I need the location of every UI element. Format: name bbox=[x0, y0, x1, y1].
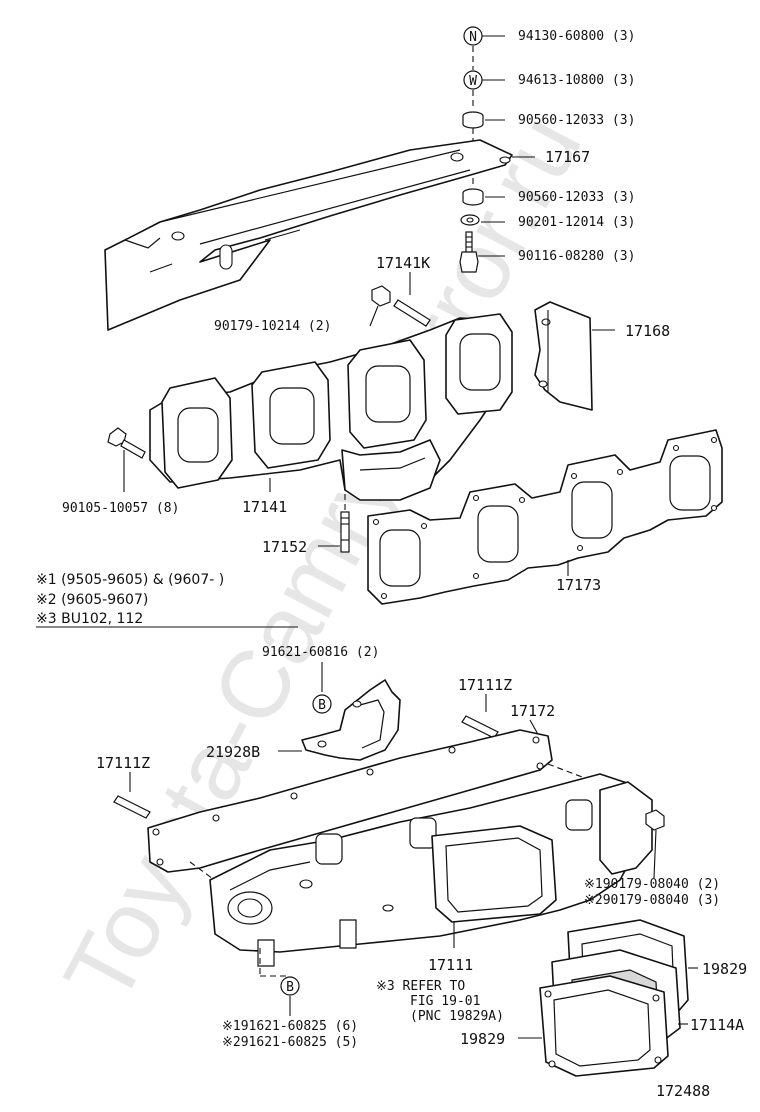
bolt-symbol-b-letter: B bbox=[318, 698, 326, 713]
note-line-2: ※2 (9605-9607) bbox=[36, 592, 148, 608]
label-nut-94130: 94130-60800 (3) bbox=[518, 29, 635, 44]
label-intake-manifold-17111: 17111 bbox=[428, 956, 473, 974]
label-spacer-90560-lower: 90560-12033 (3) bbox=[518, 190, 635, 205]
washer-symbol-icon: W bbox=[463, 70, 483, 90]
bolt-stud-90116-icon bbox=[459, 231, 479, 273]
label-bracket-17168: 17168 bbox=[625, 322, 670, 340]
refer-note-line-3: (PNC 19829A) bbox=[410, 1009, 504, 1024]
label-nut-190179: ※190179-08040 (2) bbox=[584, 877, 720, 892]
washer-lower-icon bbox=[460, 214, 480, 226]
exhaust-manifold-17141 bbox=[149, 313, 513, 501]
label-bolt-191621: ※191621-60825 (6) bbox=[222, 1019, 358, 1034]
label-gasket-17173: 17173 bbox=[556, 576, 601, 594]
label-bolt-91621: 91621-60816 (2) bbox=[262, 645, 379, 660]
label-pipe-17114a: 17114A bbox=[690, 1016, 744, 1034]
nut-190179-icon bbox=[645, 809, 665, 831]
stud-17111z-left-icon bbox=[113, 795, 151, 819]
bolt-symbol-b2-letter: B bbox=[286, 980, 294, 995]
label-bolt-90105: 90105-10057 (8) bbox=[62, 501, 179, 516]
bolt-90105-icon bbox=[107, 427, 146, 459]
stud-17152-icon bbox=[340, 511, 350, 553]
label-stud-17111z-left: 17111Z bbox=[96, 754, 150, 772]
nut-90179-icon bbox=[371, 285, 391, 307]
label-stud-17141k: 17141K bbox=[376, 254, 430, 272]
label-bracket-21928b: 21928B bbox=[206, 743, 260, 761]
washer-symbol-letter: W bbox=[469, 74, 477, 89]
label-washer-94613: 94613-10800 (3) bbox=[518, 73, 635, 88]
label-gasket-17172: 17172 bbox=[510, 702, 555, 720]
heat-insulator-17167 bbox=[104, 139, 513, 331]
bracket-17168 bbox=[534, 301, 593, 411]
label-bolt-291621: ※291621-60825 (5) bbox=[222, 1035, 358, 1050]
label-gasket-19829-right: 19829 bbox=[702, 960, 747, 978]
label-spacer-90560-top: 90560-12033 (3) bbox=[518, 113, 635, 128]
refer-note-line-2: FIG 19-01 bbox=[410, 994, 480, 1009]
bracket-21928b bbox=[301, 679, 401, 761]
label-nut-90179: 90179-10214 (2) bbox=[214, 319, 331, 334]
gasket-17172 bbox=[147, 729, 553, 873]
figure-number: 172488 bbox=[656, 1082, 710, 1100]
gasket-19829-left bbox=[539, 975, 669, 1077]
spacer-lower-icon bbox=[462, 188, 484, 206]
label-washer-90201: 90201-12014 (3) bbox=[518, 215, 635, 230]
bolt-symbol-b-icon: B bbox=[312, 694, 332, 714]
intake-manifold-17111 bbox=[209, 773, 653, 967]
label-stud-17111z-top: 17111Z bbox=[458, 676, 512, 694]
label-bolt-90116: 90116-08280 (3) bbox=[518, 249, 635, 264]
nut-symbol-icon: N bbox=[463, 26, 483, 46]
note-line-3: ※3 BU102, 112 bbox=[36, 611, 143, 627]
label-gasket-19829-left: 19829 bbox=[460, 1030, 505, 1048]
spacer-top-icon bbox=[462, 111, 484, 129]
label-exhaust-manifold-17141: 17141 bbox=[242, 498, 287, 516]
label-nut-290179: ※290179-08040 (3) bbox=[584, 893, 720, 908]
label-heat-insulator-17167: 17167 bbox=[545, 148, 590, 166]
label-stud-17152: 17152 bbox=[262, 538, 307, 556]
refer-note-line-1: ※3 REFER TO bbox=[376, 979, 465, 994]
nut-symbol-letter: N bbox=[469, 30, 477, 45]
stud-17141k-icon bbox=[393, 299, 431, 327]
stud-17111z-top-icon bbox=[461, 715, 499, 739]
bolt-symbol-b2-icon: B bbox=[280, 976, 300, 996]
gasket-17173 bbox=[367, 429, 723, 605]
note-line-1: ※1 (9505-9605) & (9607- ) bbox=[36, 572, 224, 588]
